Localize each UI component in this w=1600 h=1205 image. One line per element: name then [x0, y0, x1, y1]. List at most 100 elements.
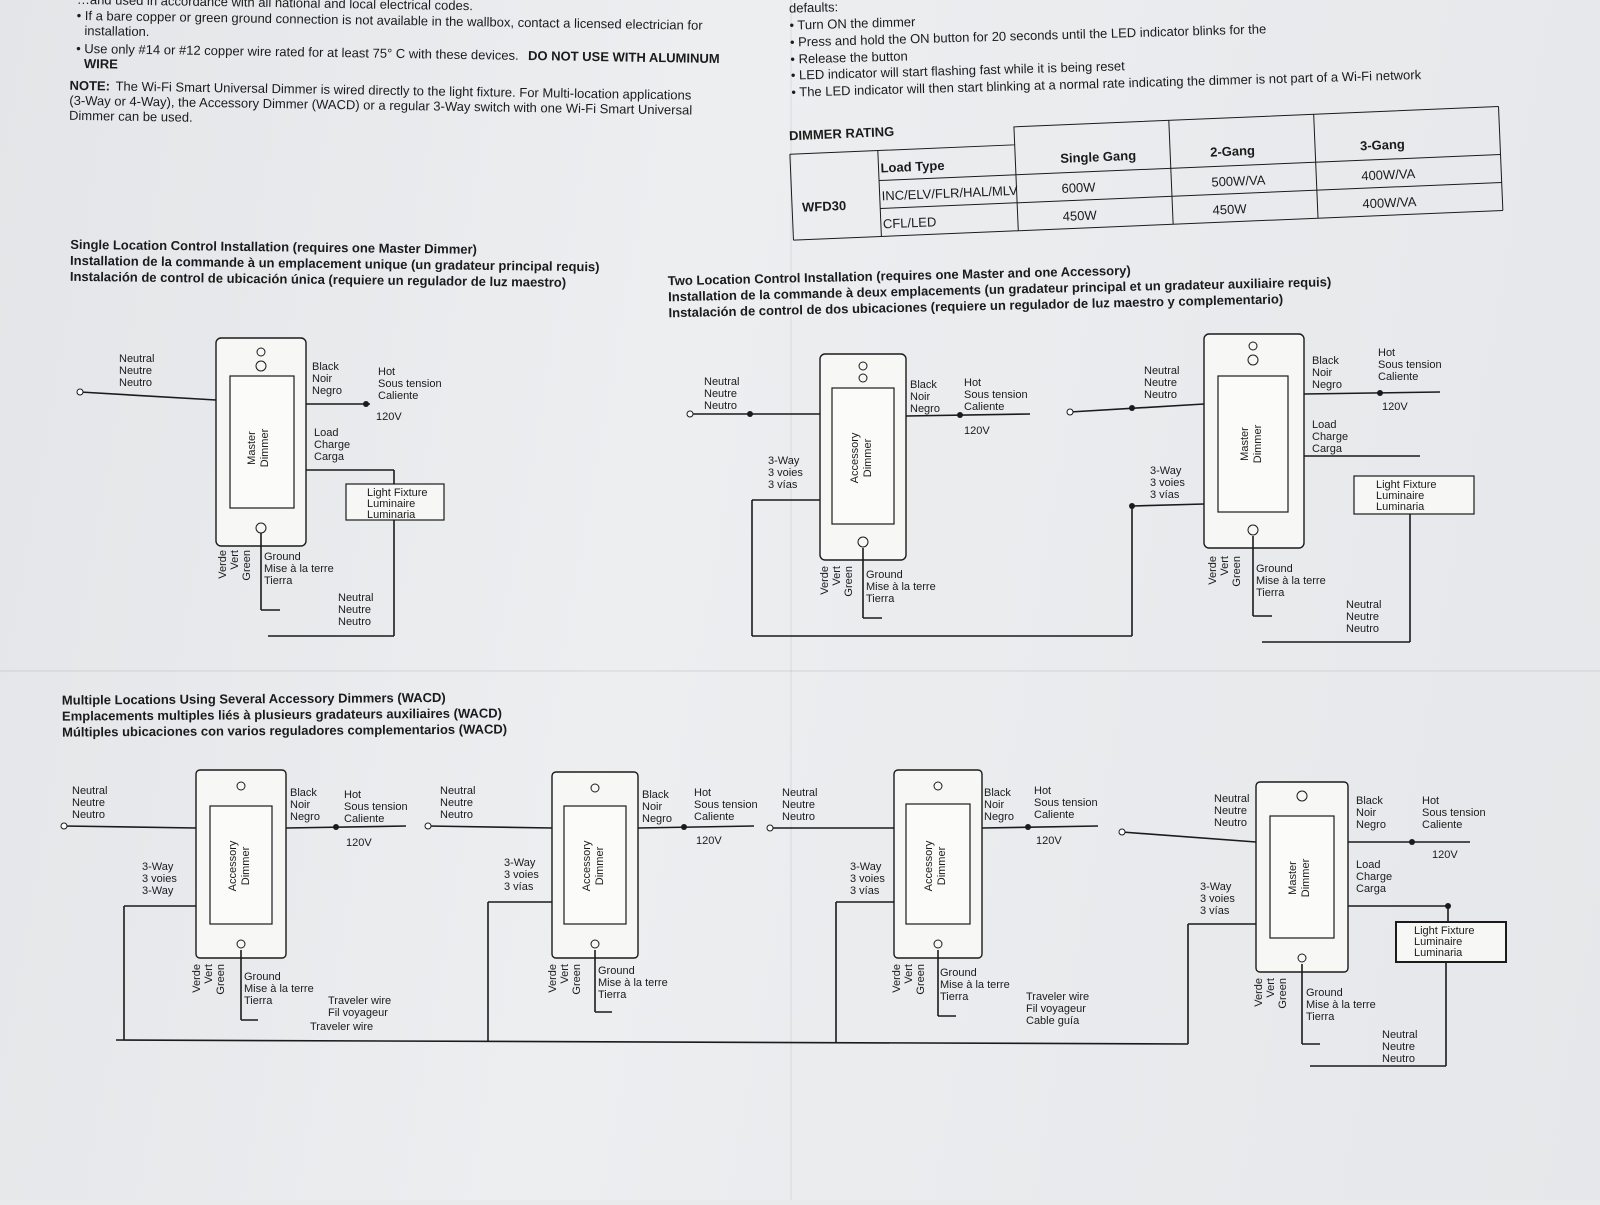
green-label: Verde [547, 964, 559, 993]
hot-wire [981, 825, 1099, 829]
fixture-label: Luminaire [367, 498, 415, 510]
neutral-label: Neutral [1382, 1029, 1417, 1041]
black-label: Black [312, 361, 339, 373]
threeway-label: 3 vías [1150, 489, 1180, 501]
fixture-label: Luminaria [1414, 947, 1463, 959]
table-col-divider [1313, 114, 1319, 219]
ground-screw-icon [1297, 953, 1307, 963]
black-label: Black [984, 787, 1011, 799]
green-label: Vert [203, 964, 215, 984]
ground-label: Ground [598, 965, 635, 977]
table-divider [1014, 144, 1019, 231]
installation-notes: …and used in accordance with all nationa… [69, 0, 720, 125]
hot-label: Caliente [1422, 819, 1462, 831]
hot-label: Caliente [1378, 371, 1418, 383]
junction-dot [1409, 839, 1415, 845]
black-label: Negro [312, 385, 342, 397]
hot-label: Sous tension [378, 378, 442, 390]
neutral-wire [1121, 831, 1257, 843]
junction-dot [1377, 390, 1383, 396]
two-location-diagram: Accessory Dimmer Neutral Neutre Neutro B… [686, 333, 1475, 643]
green-label: Vert [1219, 556, 1231, 576]
ground-screw-icon [590, 939, 600, 949]
green-label: Green [1277, 978, 1289, 1009]
green-label: Green [241, 550, 253, 581]
table-top-border [789, 106, 1499, 155]
neutral-label: Neutre [1214, 805, 1247, 817]
neutral-label: Neutral [1144, 365, 1179, 377]
accessory-label: Dimmer [862, 438, 874, 477]
paper-fold-vertical [790, 0, 792, 1200]
hot-label: Hot [964, 377, 981, 389]
neutral-wire [1069, 403, 1205, 413]
voltage-label: 120V [376, 411, 402, 423]
neutral-label: Neutre [1346, 611, 1379, 623]
neutral-label: Neutre [440, 797, 473, 809]
green-label: Vert [831, 566, 843, 586]
hot-label: Sous tension [1034, 797, 1098, 809]
master-label: Dimmer [1300, 858, 1312, 897]
ground-screw-icon [236, 939, 246, 949]
neutral-label: Neutre [119, 365, 152, 377]
accessory-label: Accessory [923, 840, 935, 891]
cell-value: 400W/VA [1361, 166, 1416, 183]
hot-label: Sous tension [964, 389, 1028, 401]
mounting-screw-icon [933, 781, 943, 791]
ground-label: Mise à la terre [264, 563, 334, 575]
multi-title-en: Multiple Locations Using Several Accesso… [62, 690, 446, 708]
ground-label: Ground [244, 971, 281, 983]
reset-step-1: • Turn ON the dimmer [789, 14, 916, 33]
green-label: Verde [891, 964, 903, 993]
neutral-label: Neutral [1214, 793, 1249, 805]
threeway-wire [1131, 503, 1205, 507]
black-label: Negro [910, 403, 940, 415]
green-label: Green [915, 964, 927, 995]
black-label: Black [290, 787, 317, 799]
neutral-label: Neutre [782, 799, 815, 811]
load-label: Carga [1356, 883, 1387, 895]
threeway-label: 3 voies [768, 467, 803, 479]
neutral-label: Neutre [72, 797, 105, 809]
ground-label: Tierra [1306, 1011, 1335, 1023]
mounting-screw-icon [590, 783, 600, 793]
multi-location-diagram: Accessory Dimmer Neutral Neutre Neutro B… [60, 769, 1507, 1067]
accessory-label: Accessory [581, 840, 593, 891]
ground-label: Mise à la terre [598, 977, 668, 989]
neutral-label: Neutro [440, 809, 473, 821]
neutral-label: Neutro [1346, 623, 1379, 635]
multi-title-es: Múltiples ubicaciones con varios regulad… [62, 721, 507, 739]
cell-value: 450W [1212, 201, 1247, 217]
master-label: Dimmer [1252, 424, 1264, 463]
cell-value: 450W [1062, 207, 1097, 223]
terminal-icon [1118, 828, 1126, 836]
neutral-label: Neutral [338, 592, 373, 604]
table-row-divider [880, 181, 1502, 210]
fixture-label: Light Fixture [367, 487, 428, 499]
neutral-label: Neutral [72, 785, 107, 797]
load-label: Charge [1356, 871, 1392, 883]
green-label: Vert [1265, 978, 1277, 998]
terminal-icon [76, 388, 84, 396]
traveler-label: Traveler wire [1026, 991, 1089, 1003]
paper-fold-horizontal [0, 670, 1600, 672]
multi-title-fr: Emplacements multiples liés à plusieurs … [62, 706, 502, 724]
black-label: Negro [1356, 819, 1386, 831]
multi-location-heading: Multiple Locations Using Several Accesso… [62, 690, 507, 740]
black-label: Black [1356, 795, 1383, 807]
threeway-label: 3 voies [1150, 477, 1185, 489]
traveler-wire [115, 1039, 1189, 1045]
dimmer-rating-table: DIMMER RATING Load Type Single Gang 2-Ga… [789, 106, 1504, 241]
threeway-label: 3-Way [142, 861, 174, 873]
junction-dot [957, 412, 963, 418]
ground-label: Mise à la terre [866, 581, 936, 593]
model-number: WFD30 [802, 198, 847, 215]
load-label: Charge [314, 439, 350, 451]
junction-dot [681, 824, 687, 830]
junction-dot [1129, 405, 1135, 411]
black-label: Negro [984, 811, 1014, 823]
rating-table-title: DIMMER RATING [789, 124, 895, 143]
mounting-screw-icon [858, 373, 868, 383]
load-label: Charge [1312, 431, 1348, 443]
light-fixture-box [1353, 475, 1475, 515]
threeway-label: 3 vías [1200, 905, 1230, 917]
